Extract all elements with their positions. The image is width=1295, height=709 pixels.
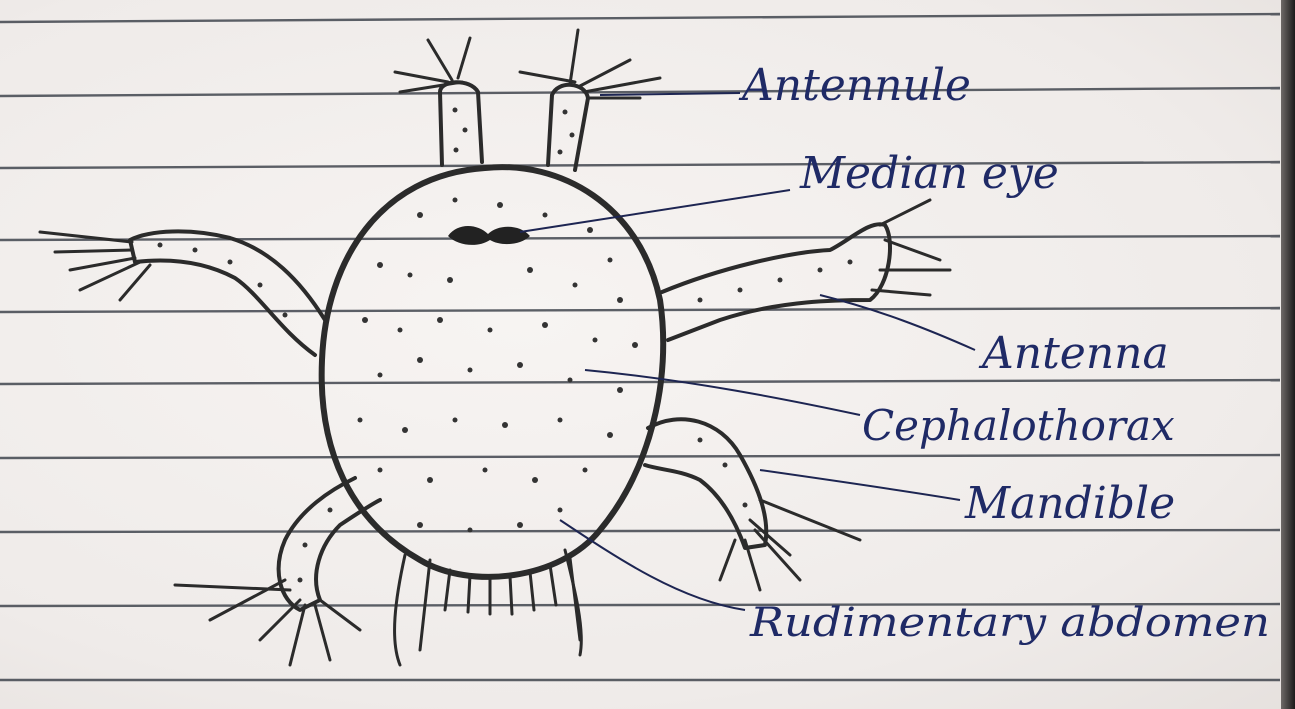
label-cephalothorax: Cephalothorax <box>862 401 1175 450</box>
label-rudimentary-abdomen: Rudimentary abdomen <box>749 600 1270 646</box>
label-median-eye: Median eye <box>799 148 1059 199</box>
body-stippling <box>358 198 639 533</box>
label-mandible: Mandible <box>964 478 1175 529</box>
leader-mandible <box>760 470 960 500</box>
leader-rudimentary-abdomen <box>560 520 745 610</box>
page-edge <box>1281 0 1295 709</box>
ruled-line <box>0 14 1280 22</box>
labels: Antennule Median eye Antenna Cephalothor… <box>738 60 1270 646</box>
ruled-line <box>0 162 1280 168</box>
ruled-line <box>0 380 1280 384</box>
leader-antenna <box>820 295 975 350</box>
left-antenna <box>40 231 325 355</box>
leader-cephalothorax <box>585 370 860 415</box>
right-antenna <box>662 200 950 340</box>
antennule-setae <box>395 30 660 98</box>
median-eye <box>448 226 530 245</box>
antennules <box>395 30 660 170</box>
right-antennule <box>548 85 588 170</box>
label-antennule: Antennule <box>738 60 971 111</box>
left-mandible <box>279 478 380 610</box>
left-antennule <box>440 82 482 165</box>
leader-median-eye <box>520 190 790 232</box>
ruled-line <box>0 308 1280 312</box>
ruled-line <box>0 236 1280 240</box>
right-mandible <box>645 419 766 548</box>
ruled-line <box>0 530 1280 532</box>
label-antenna: Antenna <box>978 328 1169 379</box>
